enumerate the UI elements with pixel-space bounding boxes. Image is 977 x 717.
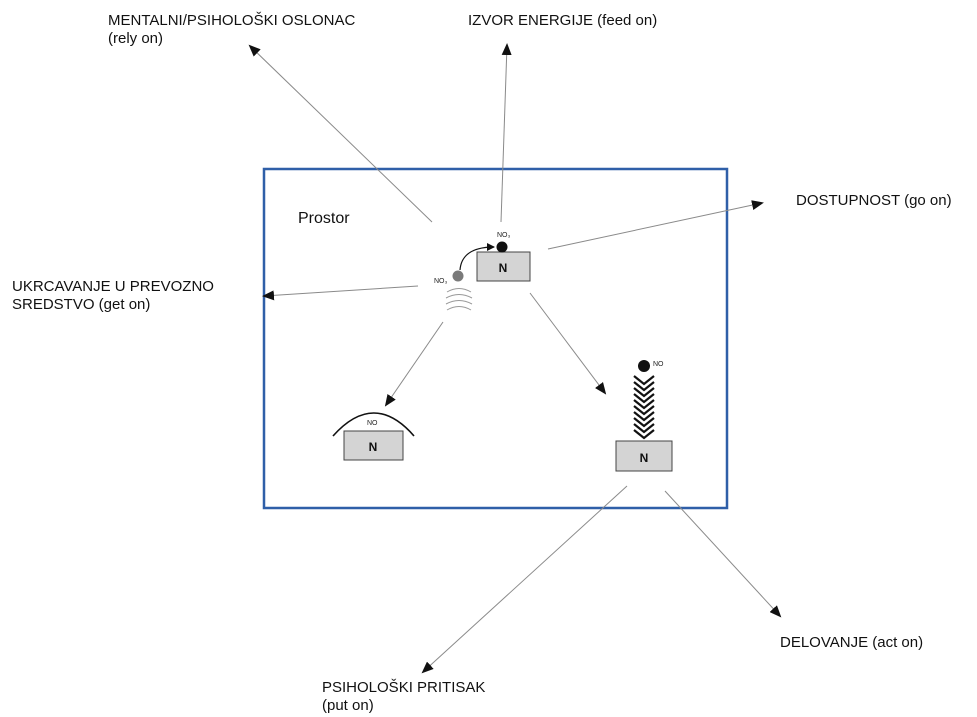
particle-label-left: NO₃ bbox=[434, 278, 448, 285]
spring-chevrons bbox=[633, 375, 655, 440]
label-go-on: DOSTUPNOST (go on) bbox=[796, 192, 952, 209]
label-rely-on: MENTALNI/PSIHOLOŠKI OSLONAC (rely on) bbox=[108, 12, 355, 48]
spring-ball bbox=[638, 360, 650, 372]
box-spring-letter: N bbox=[640, 451, 649, 465]
label-act-on: DELOVANJE (act on) bbox=[780, 634, 924, 651]
label-space: Prostor bbox=[298, 210, 350, 227]
wave-lines bbox=[445, 288, 473, 311]
box-cap bbox=[343, 430, 404, 461]
particle-grey bbox=[452, 270, 464, 282]
particle-label-top: NO₃ bbox=[497, 232, 511, 239]
label-put-on-line2: (put on) bbox=[322, 697, 374, 714]
arrow-to-spring bbox=[529, 292, 607, 395]
arrow-go-on bbox=[547, 200, 764, 250]
arrow-feed-on bbox=[500, 43, 512, 223]
label-rely-on-line1: MENTALNI/PSIHOLOŠKI OSLONAC bbox=[108, 12, 356, 29]
curved-arrow bbox=[459, 243, 495, 271]
box-spring bbox=[615, 440, 673, 472]
box-cap-letter: N bbox=[369, 440, 378, 454]
spring-label: NO bbox=[653, 361, 664, 368]
label-rely-on-line2: (rely on) bbox=[108, 30, 164, 47]
cap-arc bbox=[332, 412, 415, 437]
arrow-put-on bbox=[421, 485, 628, 674]
arrow-to-cap bbox=[384, 321, 444, 407]
label-get-on-line1: UKRCAVANJE U PREVOZNO bbox=[12, 278, 214, 295]
label-get-on: UKRCAVANJE U PREVOZNO SREDSTVO (get on) bbox=[12, 278, 214, 314]
label-get-on-line2: SREDSTVO (get on) bbox=[12, 296, 151, 313]
label-put-on: PSIHOLOŠKI PRITISAK (put on) bbox=[322, 679, 485, 715]
cap-label: NO bbox=[367, 420, 378, 427]
particle-black bbox=[496, 241, 508, 253]
arrow-get-on bbox=[262, 285, 419, 301]
space-frame bbox=[262, 167, 729, 510]
arrow-act-on bbox=[664, 490, 782, 618]
arrow-rely-on bbox=[248, 44, 433, 223]
label-put-on-line1: PSIHOLOŠKI PRITISAK bbox=[322, 679, 486, 696]
label-feed-on: IZVOR ENERGIJE (feed on) bbox=[468, 12, 658, 29]
box-center-letter: N bbox=[499, 261, 508, 275]
